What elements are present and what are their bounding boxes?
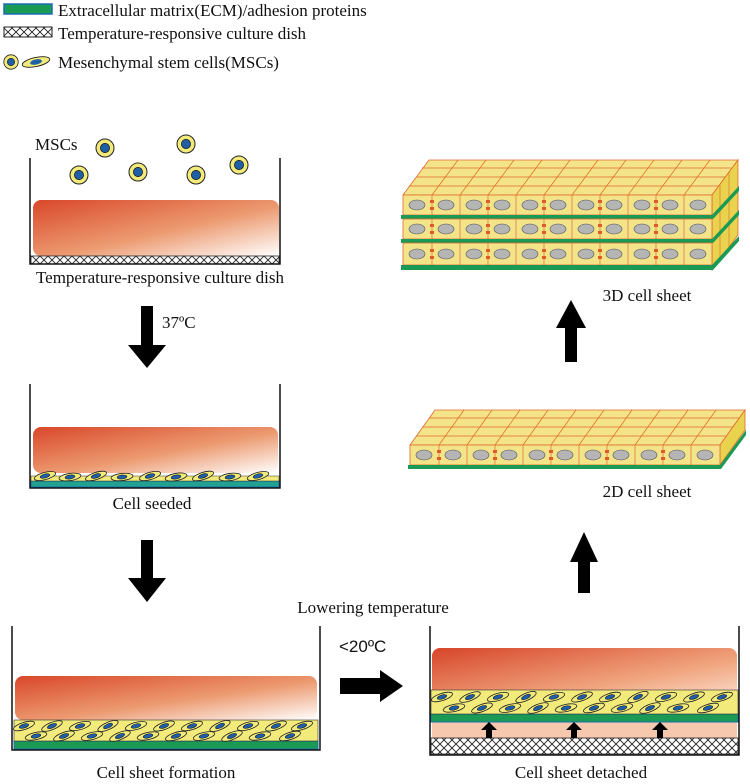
step-sheet-detached: Cell sheet detached [429,626,740,782]
msc-cell [229,155,249,175]
ecm-legend-swatch [3,3,53,15]
legend-mscs-label: Mesenchymal stem cells(MSCs) [58,53,279,72]
lowering-temperature-label: Lowering temperature [297,598,449,617]
arrow-up-icon [566,722,582,738]
detach-arrows [481,722,668,738]
temp-20-label: <20ºC [339,637,386,656]
formation-caption: Cell sheet formation [97,763,236,782]
culture-dish-wall [29,158,281,265]
arrow-up-icon [570,532,598,593]
arrow-down-icon [128,540,166,602]
ecm-layer [30,480,280,488]
temperature-dish-layer [430,737,739,755]
cell-sheet-2d [408,408,746,469]
dish-legend-swatch [3,26,53,38]
culture-medium [15,676,317,720]
msc-legend-icon [3,54,51,70]
ecm-layer [13,740,319,750]
legend-dish-label: Temperature-responsive culture dish [58,24,307,43]
sheet-3d-label: 3D cell sheet [603,286,692,305]
ecm-layer [430,713,739,723]
step-dish-mscs: MSCs Temperature-responsive culture dish [29,134,285,287]
legend: Extracellular matrix(ECM)/adhesion prote… [3,1,367,72]
msc-cell [128,162,148,182]
step-cell-seeded: Cell seeded [29,384,281,513]
culture-medium [33,200,279,256]
sheet-2d-label: 2D cell sheet [603,482,692,501]
layer-top [401,186,739,219]
arrow-up-icon [556,300,586,362]
culture-dish-wall [11,626,321,751]
arrow-up-icon [652,722,668,738]
culture-dish-wall [429,626,740,756]
msc-cell [186,165,206,185]
msc-cell [176,134,196,154]
detached-caption: Cell sheet detached [515,763,648,782]
msc-cell [69,165,89,185]
dish-caption: Temperature-responsive culture dish [36,268,285,287]
layer-bottom [401,236,739,270]
legend-ecm-label: Extracellular matrix(ECM)/adhesion prote… [58,1,367,20]
culture-dish-wall [29,384,281,489]
step-sheet-formation: Cell sheet formation [11,626,321,782]
seeded-caption: Cell seeded [113,494,192,513]
arrow-down-37c: 37ºC [128,306,196,368]
culture-medium [33,427,278,473]
layer-middle [401,210,739,243]
temp-37-label: 37ºC [162,313,196,332]
arrow-up-icon [481,722,497,738]
arrow-right-icon [340,670,403,702]
cell-sheet-3d [401,158,739,272]
temperature-dish-layer [30,255,280,265]
mscs-label: MSCs [35,135,78,154]
msc-cell [95,138,115,158]
